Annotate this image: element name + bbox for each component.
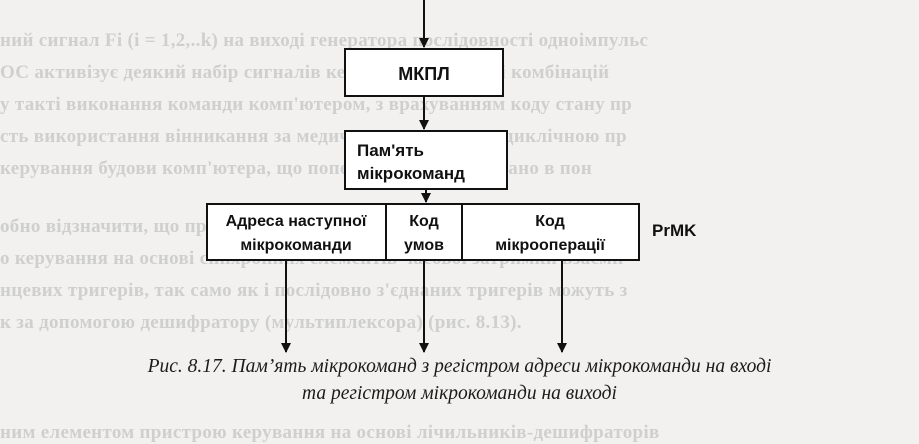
microcommand-register <box>206 203 640 261</box>
memory-label-line2: мікрокоманд <box>357 164 465 183</box>
bg-line: нцевих тригерів, так само як і послідовн… <box>0 280 628 301</box>
field-condition-code-line1: Код <box>409 213 438 230</box>
register-label: PrMK <box>652 221 697 240</box>
figure-caption-line1: Рис. 8.17. Пам’ять мікрокоманд з регістр… <box>147 356 772 377</box>
bg-line: у такті виконання команди комп'ютером, з… <box>0 94 633 115</box>
field-next-address-line2: мікрокоманди <box>240 237 351 254</box>
field-condition-code-line2: умов <box>404 237 444 254</box>
field-microoperation-code-line2: мікрооперації <box>495 237 605 254</box>
mkpl-label: МКПЛ <box>398 64 450 84</box>
memory-label-line1: Пам'ять <box>357 141 424 160</box>
bg-line: ним елементом пристрою керування на осно… <box>0 422 660 443</box>
bg-line: ний сигнал Fi (i = 1,2,..k) на виході ге… <box>0 30 649 51</box>
field-microoperation-code-line1: Код <box>535 213 564 230</box>
bg-line: к за допомогою дешифратору (мультиплексо… <box>0 312 522 333</box>
field-next-address-line1: Адреса наступної <box>226 213 367 230</box>
figure-caption-line2: та регістром мікрокоманди на виході <box>302 383 617 404</box>
